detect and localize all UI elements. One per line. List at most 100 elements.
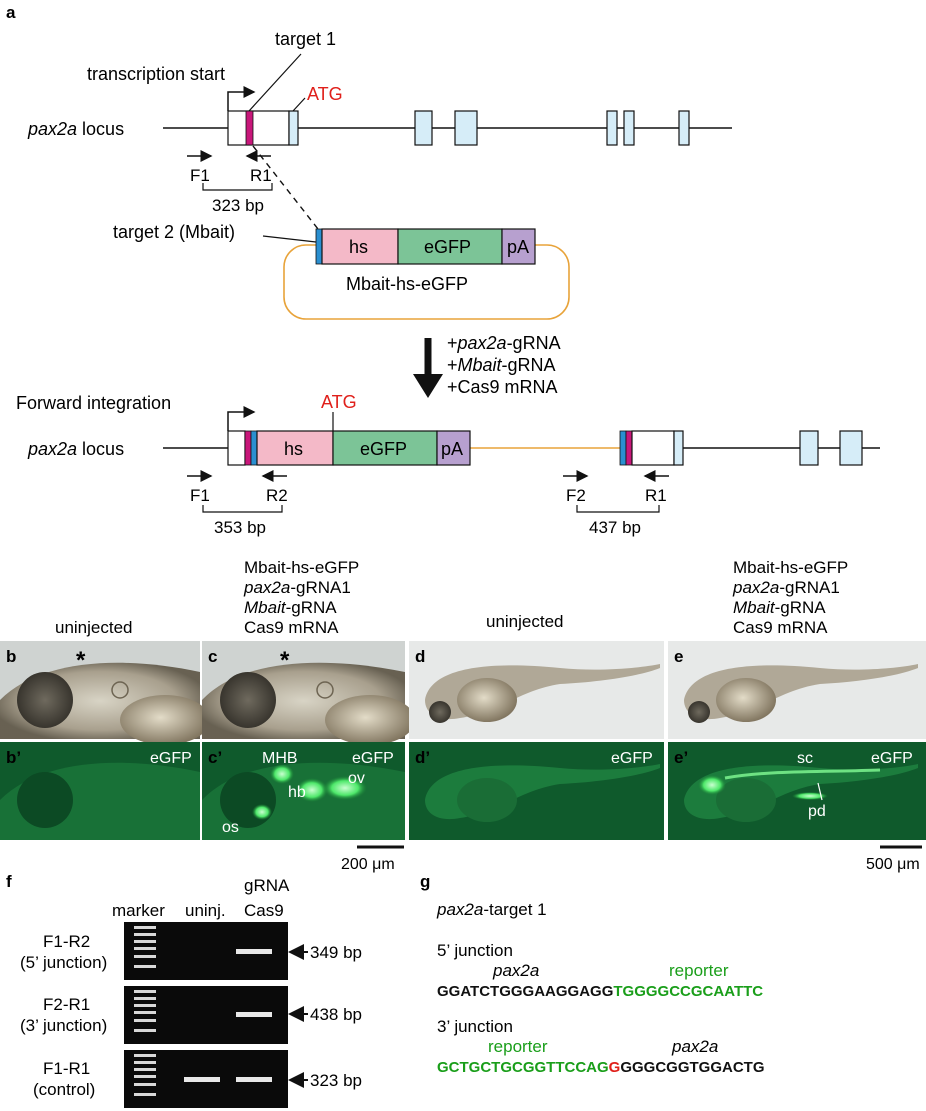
cond-e-4: Cas9 mRNA	[733, 618, 828, 637]
cond-c-3: Mbait-gRNA	[244, 598, 337, 617]
cond-e-3: Mbait-gRNA	[733, 598, 826, 617]
lane-cas9-label: Cas9	[244, 901, 284, 920]
egfp-b-prime: eGFP	[150, 750, 192, 767]
panel-f-label: f	[6, 872, 12, 891]
scale-label-2: 500 μm	[866, 856, 920, 873]
bracket-437	[576, 505, 660, 513]
bp353-label: 353 bp	[214, 518, 266, 537]
panel-g: g pax2a-target 1 5’ junction pax2a repor…	[420, 872, 765, 1076]
r1b-label: R1	[645, 486, 667, 505]
micrograph-d-prime: d’ eGFP	[409, 742, 664, 840]
f2-label: F2	[566, 486, 586, 505]
micrograph-e-prime: e’ eGFP sc pd	[668, 742, 926, 840]
target1-pointer	[248, 53, 302, 112]
uninjected-left: uninjected	[55, 618, 133, 637]
band-438	[236, 1012, 272, 1017]
label-b: b	[6, 647, 16, 666]
exon6	[678, 110, 690, 146]
label-349: 349 bp	[310, 943, 362, 962]
label-e: e	[674, 647, 683, 666]
ins-atg-label: ATG	[321, 392, 357, 412]
r2-label: R2	[266, 486, 288, 505]
bracket-323	[202, 183, 273, 191]
star-b: *	[76, 647, 86, 674]
band-323-cas9	[236, 1077, 272, 1082]
ins-hs	[256, 430, 334, 466]
seq3: GCTGCTGCGGTTCCAGGGGGCGGTGGACTG	[437, 1059, 765, 1076]
lane-marker-label: marker	[112, 901, 165, 920]
plasmid-pa-label: pA	[507, 237, 529, 257]
mbait-site	[315, 228, 323, 265]
label-ov: ov	[348, 770, 365, 787]
j3-pax2a: pax2a	[671, 1037, 718, 1056]
row1-primer: F1-R2	[43, 932, 90, 951]
target1-site	[245, 110, 254, 146]
ins-exon1-coding	[673, 430, 684, 466]
ins-exon3	[839, 430, 863, 466]
j5-reporter: reporter	[669, 961, 729, 980]
cond-c-4: Cas9 mRNA	[244, 618, 339, 637]
atg-label: ATG	[307, 84, 343, 104]
plasmid-hs	[321, 228, 399, 265]
target1-label: target 1	[275, 29, 336, 49]
bp437-label: 437 bp	[589, 518, 641, 537]
row1-desc: (5’ junction)	[20, 953, 107, 972]
exon3	[454, 110, 478, 146]
ins-tss-arrow	[227, 406, 256, 431]
micrograph-e: e	[668, 641, 926, 739]
cond-c-1: Mbait-hs-eGFP	[244, 558, 359, 577]
label-d: d	[415, 647, 425, 666]
injection-2: +Mbait-gRNA	[447, 355, 556, 375]
cond-e-2: pax2a-gRNA1	[732, 578, 840, 597]
bp323-label: 323 bp	[212, 196, 264, 215]
row2-primer: F2-R1	[43, 995, 90, 1014]
label-323: 323 bp	[310, 1071, 362, 1090]
j5-pax2a: pax2a	[492, 961, 539, 980]
micrograph-c-prime: c’ eGFP MHB hb ov os	[202, 742, 405, 840]
j3-reporter: reporter	[488, 1037, 548, 1056]
label-e-prime: e’	[674, 748, 688, 767]
dashed-link	[252, 145, 319, 230]
micrograph-d: d	[409, 641, 664, 739]
micrograph-b-prime: b’ eGFP	[0, 742, 200, 840]
label-c: c	[208, 647, 217, 666]
atg-pointer	[292, 97, 306, 112]
plasmid-pa	[501, 228, 536, 265]
g-title: pax2a-target 1	[436, 900, 547, 919]
plasmid-egfp	[397, 228, 503, 265]
exon1	[227, 110, 290, 146]
row3-primer: F1-R1	[43, 1059, 90, 1078]
egfp-d-prime: eGFP	[611, 750, 653, 767]
label-hb: hb	[288, 784, 306, 801]
r1-label: R1	[250, 166, 272, 185]
ins-pa-label: pA	[441, 439, 463, 459]
ins-mbait-2	[619, 430, 627, 466]
label-b-prime: b’	[6, 748, 21, 767]
junction3-label: 3’ junction	[437, 1017, 513, 1036]
target2-label: target 2 (Mbait)	[113, 222, 235, 242]
micrograph-c: c *	[202, 641, 415, 745]
forward-integration-label: Forward integration	[16, 393, 171, 413]
egfp-c-prime: eGFP	[352, 750, 394, 767]
label-pd: pd	[808, 803, 826, 820]
top-locus-label: pax2a locus	[27, 119, 124, 139]
plasmid-egfp-label: eGFP	[424, 237, 471, 257]
ins-exon2	[799, 430, 819, 466]
label-mhb: MHB	[262, 750, 298, 767]
label-438: 438 bp	[310, 1005, 362, 1024]
seq5: GGATCTGGGAAGGAGGTGGGGCCGCAATTC	[437, 983, 763, 1000]
injection-1: +pax2a-gRNA	[447, 333, 561, 353]
cond-e-1: Mbait-hs-eGFP	[733, 558, 848, 577]
egfp-e-prime: eGFP	[871, 750, 913, 767]
label-sc: sc	[797, 750, 813, 767]
micrograph-b: b *	[0, 641, 210, 745]
exon5	[623, 110, 635, 146]
tss-label: transcription start	[87, 64, 225, 84]
panel-a-label: a	[6, 3, 16, 22]
tss-arrow	[227, 86, 256, 111]
ins-egfp-label: eGFP	[360, 439, 407, 459]
label-os: os	[222, 819, 239, 836]
exon1-coding	[288, 110, 299, 146]
ins-mbait	[250, 430, 258, 466]
